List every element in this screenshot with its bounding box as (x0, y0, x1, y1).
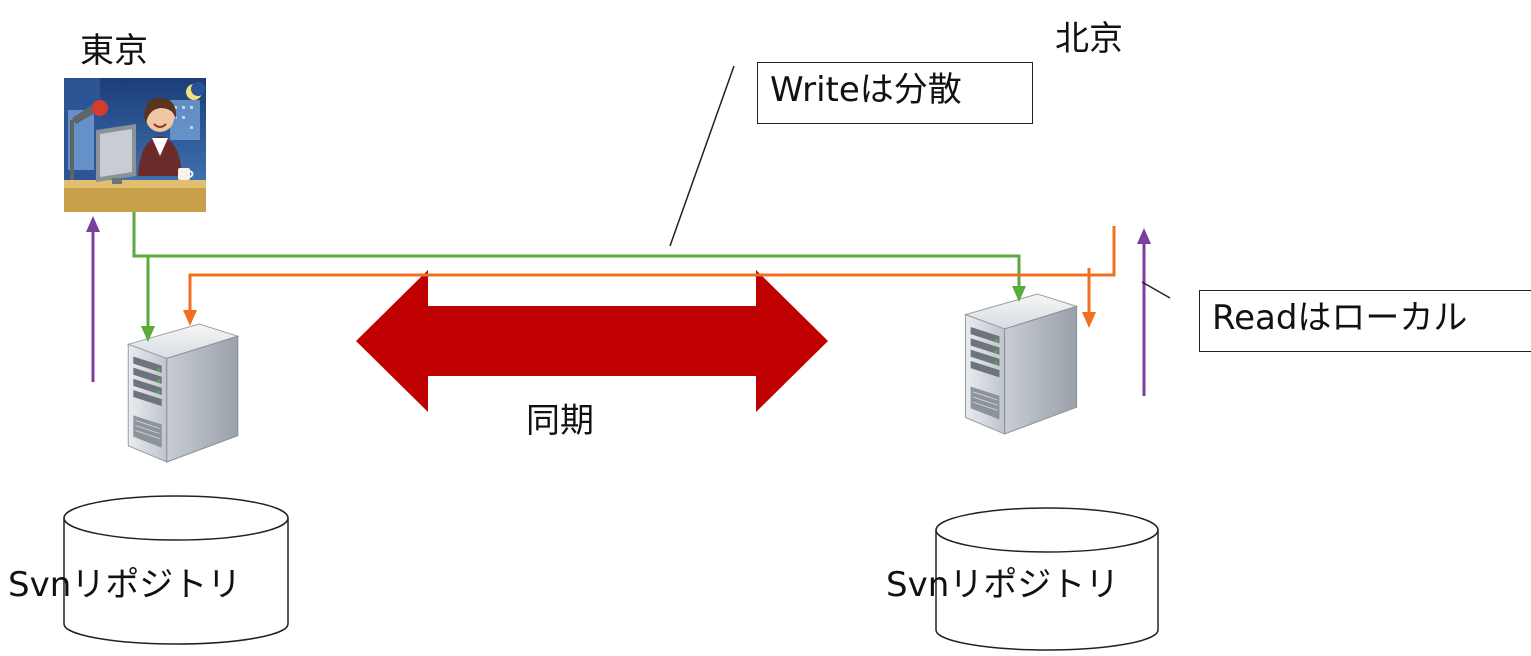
right-repository-icon (935, 507, 1159, 651)
office-worker-icon (64, 78, 206, 212)
left-server-icon (127, 323, 239, 463)
write-arrowheads (141, 286, 1026, 342)
sync-label: 同期 (526, 401, 594, 441)
write-callout-leader (669, 65, 735, 247)
left-repository-label: Svnリポジトリ (8, 565, 242, 605)
read-callout: Readはローカル (1199, 290, 1531, 352)
tokyo-label: 東京 (80, 31, 148, 71)
write-path-lines (132, 212, 1021, 334)
write-callout: Writeは分散 (757, 62, 1033, 124)
sync-double-arrow (356, 270, 828, 412)
beijing-label: 北京 (1055, 19, 1123, 59)
sync-path-lines (188, 226, 1116, 316)
sync-arrowheads (183, 310, 1096, 328)
read-path-lines (91, 228, 1146, 396)
right-repository-label: Svnリポジトリ (886, 565, 1120, 605)
left-repository-icon (63, 495, 289, 645)
read-arrowheads (86, 216, 1151, 244)
right-server-icon (964, 293, 1078, 435)
read-callout-leader (1141, 281, 1171, 299)
